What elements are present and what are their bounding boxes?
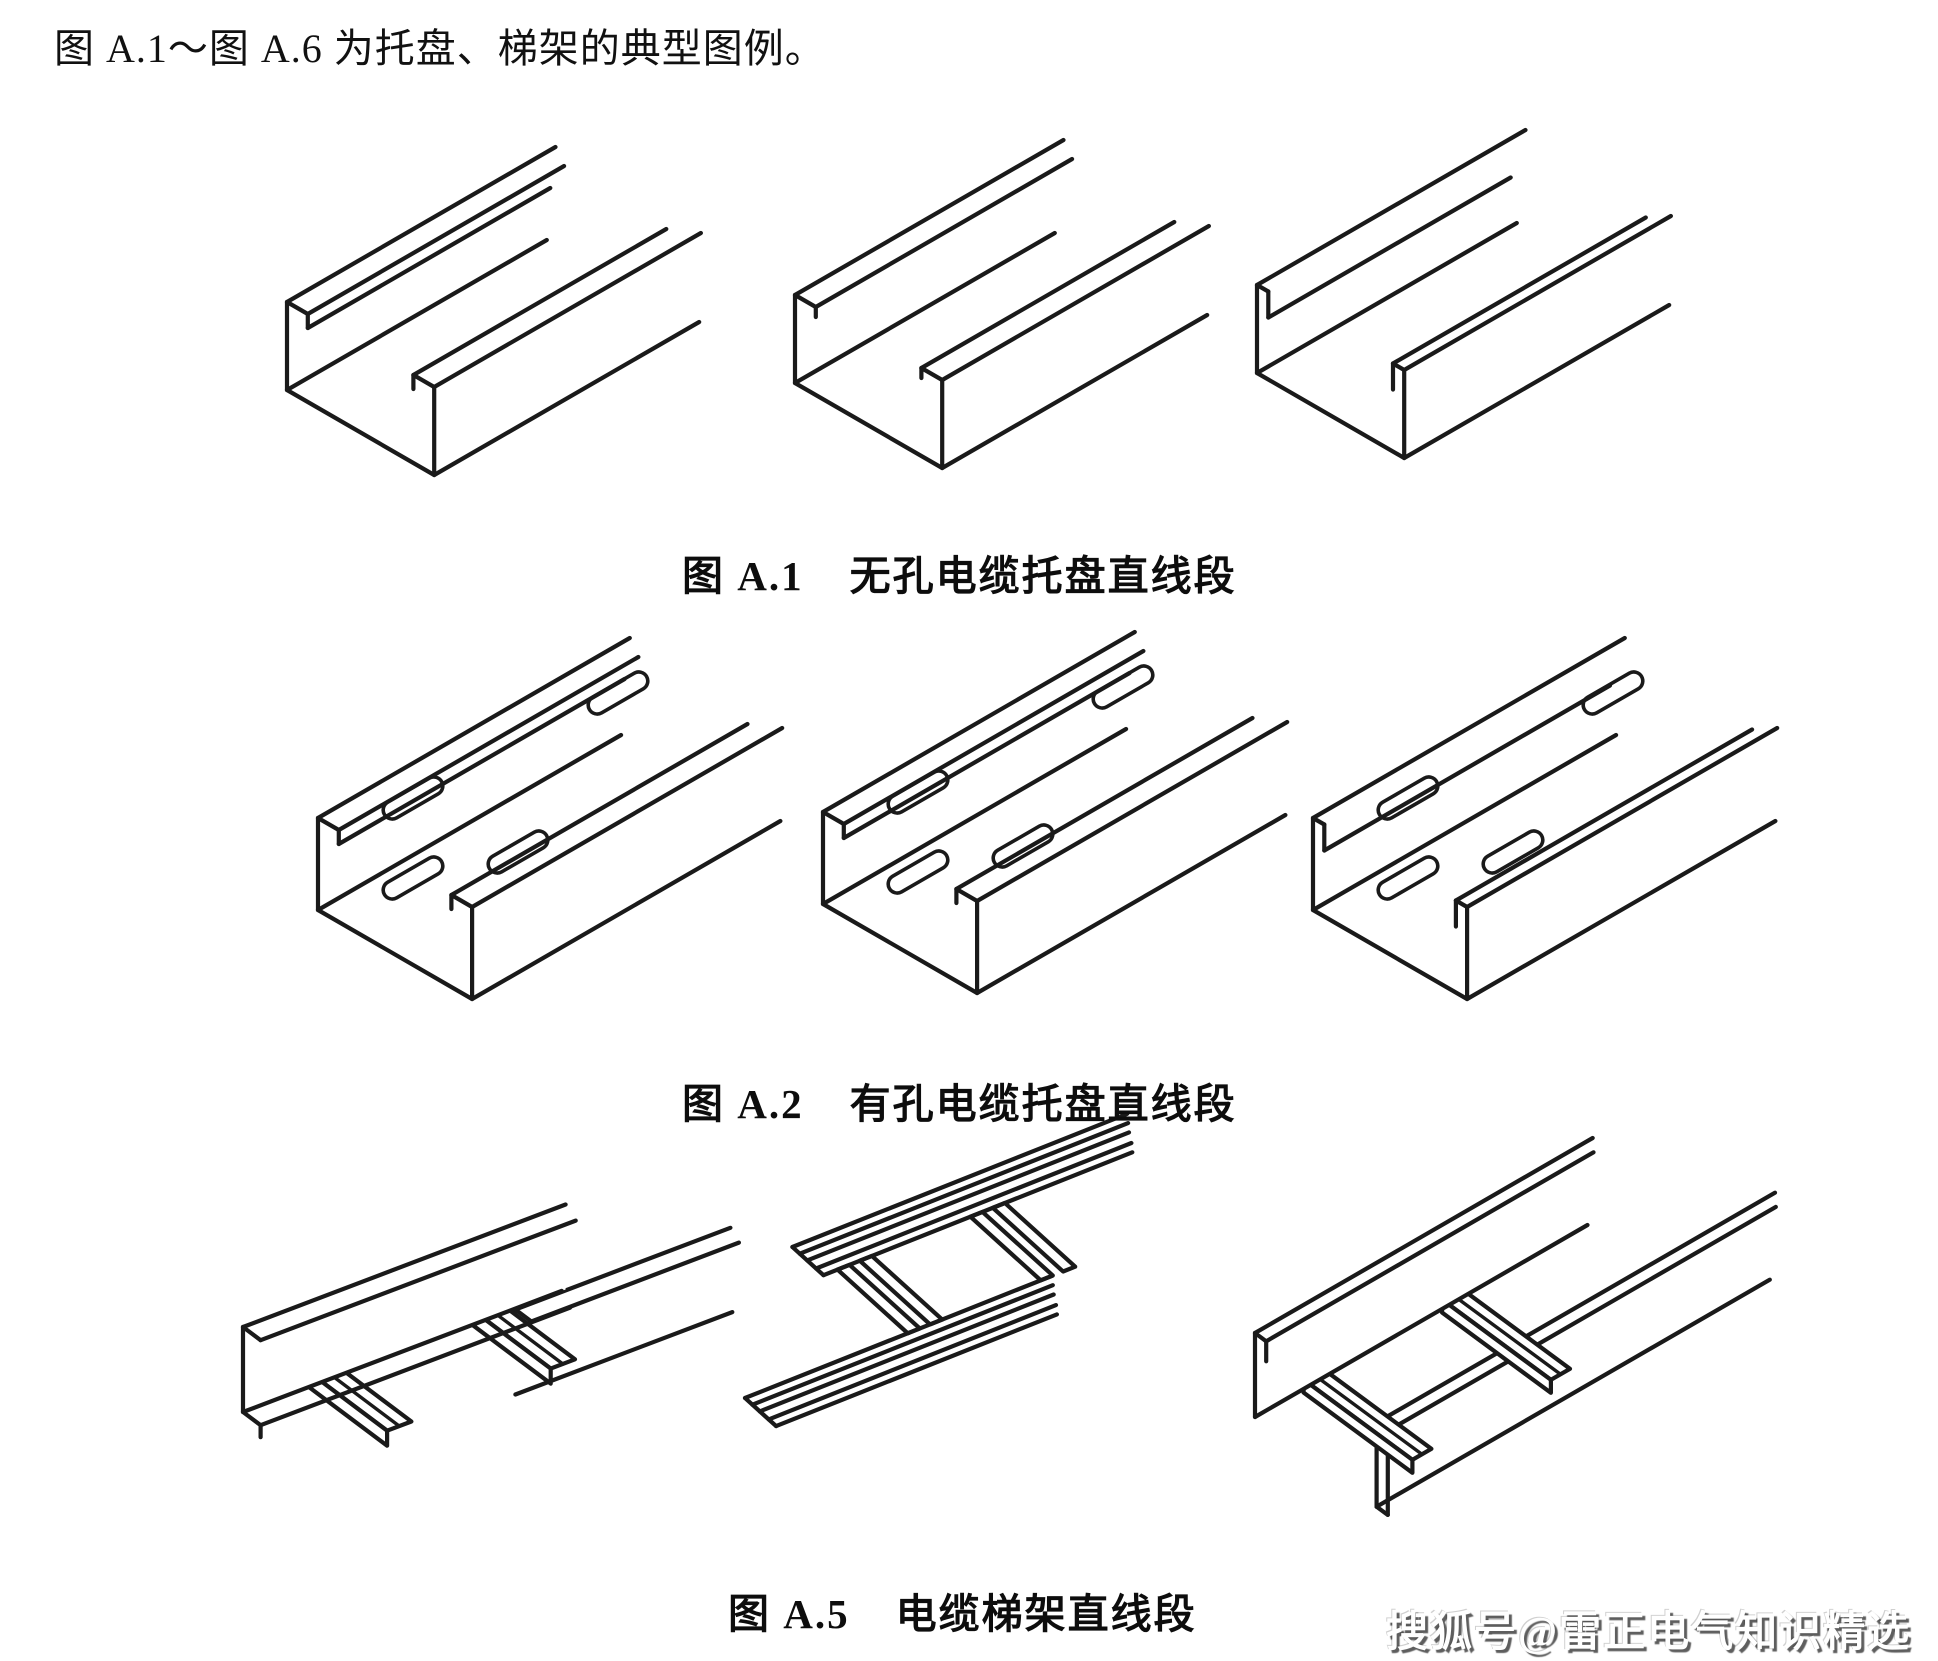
header-text: 图 A.1～图 A.6 为托盘、梯架的典型图例。 xyxy=(54,26,826,71)
cable-ladder-3 xyxy=(1252,1135,1778,1517)
caption-figure-a2: 图 A.2 有孔电缆托盘直线段 xyxy=(682,1070,1237,1130)
cable-ladder-2 xyxy=(742,1111,1135,1429)
caption-a1-label: 图 A.1 xyxy=(682,553,804,599)
figure-a2-group xyxy=(315,629,1780,1002)
caption-a2-title: 有孔电缆托盘直线段 xyxy=(849,1081,1237,1127)
perforated-cable-tray-1 xyxy=(315,635,785,1002)
caption-figure-a1: 图 A.1 无孔电缆托盘直线段 xyxy=(682,542,1237,602)
caption-a1-title: 无孔电缆托盘直线段 xyxy=(849,553,1237,599)
unperforated-cable-tray-2 xyxy=(792,137,1211,471)
caption-a5-label: 图 A.5 xyxy=(728,1591,850,1637)
caption-a5-title: 电缆梯架直线段 xyxy=(895,1591,1197,1637)
unperforated-cable-tray-1 xyxy=(284,144,703,478)
caption-figure-a5: 图 A.5 电缆梯架直线段 xyxy=(728,1580,1197,1640)
watermark-text: 搜狐号@雷正电气知识精选 xyxy=(1386,1610,1912,1656)
figure-a5-group xyxy=(240,1111,1778,1517)
figure-a1-group xyxy=(284,127,1673,478)
perforated-cable-tray-2 xyxy=(820,629,1290,996)
caption-a2-label: 图 A.2 xyxy=(682,1081,804,1127)
cable-ladder-1 xyxy=(240,1202,741,1448)
unperforated-cable-tray-3 xyxy=(1254,127,1673,461)
perforated-cable-tray-3 xyxy=(1310,635,1780,1002)
